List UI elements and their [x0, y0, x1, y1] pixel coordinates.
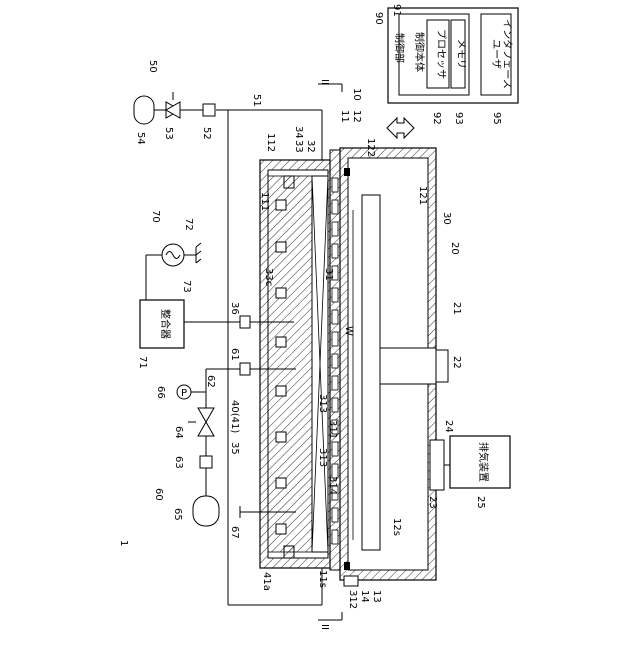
ref-92: 92 [431, 112, 442, 125]
shaft-22 [380, 348, 436, 384]
control-main-label: 制御本体 [413, 32, 426, 72]
ref-313a: 313 [317, 394, 328, 413]
ref-314: 314 [327, 476, 338, 495]
ref-70: 70 [150, 210, 161, 223]
ref-33c: 33c [263, 268, 274, 286]
ref-41a: 41a [261, 572, 272, 591]
ref-21: 21 [451, 302, 462, 315]
ref-52: 52 [201, 127, 212, 140]
lower-chamber: 排気装置 [340, 148, 510, 580]
ref-67: 67 [229, 526, 240, 539]
ref-40: 40(41) [229, 400, 240, 433]
control-unit-label: 制御部 [393, 33, 406, 63]
ref-12s: 12s [391, 518, 402, 536]
ref-72: 72 [183, 218, 194, 231]
ref-95: 95 [491, 112, 502, 125]
ref-35: 35 [229, 442, 240, 455]
ref-20: 20 [449, 242, 460, 255]
ref-112: 112 [265, 133, 276, 152]
ui-label-1: ユーザ [490, 39, 502, 69]
ref-61: 61 [229, 348, 240, 361]
pump-symbol: P [181, 388, 187, 399]
ref-11: 11 [339, 110, 350, 123]
ref-11s: 11s [317, 570, 328, 588]
ref-W: W [343, 326, 354, 336]
ref-50: 50 [147, 60, 158, 73]
ref-313b: 313 [317, 448, 328, 467]
mfc-63 [200, 456, 212, 468]
ref-71: 71 [137, 356, 148, 369]
ref-93: 93 [453, 112, 464, 125]
ref-64: 64 [173, 426, 184, 439]
processor-label: プロセッサ [435, 29, 447, 79]
shaft-22-ext [436, 350, 448, 382]
ref-32: 32 [305, 140, 316, 153]
ref-14: 14 [359, 590, 370, 603]
matcher-label: 整合器 [159, 309, 172, 339]
ref-73: 73 [181, 280, 192, 293]
ref-22: 22 [451, 356, 462, 369]
section-mark-top: II [319, 79, 330, 85]
ref-60: 60 [153, 488, 164, 501]
ref-51: 51 [251, 94, 262, 107]
antenna-40 [268, 176, 312, 552]
ref-121: 121 [417, 186, 428, 205]
ref-66: 66 [155, 386, 166, 399]
ref-12: 12 [351, 110, 362, 123]
gas-source-65 [193, 496, 219, 526]
ref-111: 111 [259, 192, 270, 211]
ref-90: 90 [373, 12, 384, 25]
ref-65: 65 [172, 508, 183, 521]
ref-311: 311 [327, 420, 338, 439]
exhaust-device-label: 排気装置 [477, 442, 490, 482]
ref-31: 31 [323, 268, 334, 281]
figure-number: 1 [118, 540, 129, 546]
gas-source-54 [134, 96, 154, 124]
ref-312: 312 [347, 590, 358, 609]
ui-label-2: インタフェース [501, 19, 513, 89]
ref-53: 53 [163, 127, 174, 140]
exhaust-port-23 [430, 440, 444, 490]
ref-10: 10 [351, 88, 362, 101]
ref-33: 33 [293, 140, 304, 153]
lift-arrow-icon [387, 118, 414, 138]
ref-25: 25 [475, 496, 486, 509]
control-unit: 制御本体 プロセッサ メモリ ユーザ インタフェース 制御部 90 91 92 … [373, 4, 518, 125]
mfc-52 [203, 104, 215, 116]
section-mark-bottom: II [319, 624, 330, 630]
ref-54: 54 [135, 132, 146, 145]
memory-label: メモリ [455, 39, 466, 69]
ref-63: 63 [173, 456, 184, 469]
ref-122: 122 [365, 138, 376, 157]
ref-24: 24 [443, 420, 454, 433]
upper-unit [260, 160, 330, 568]
stage-21 [362, 195, 380, 550]
ref-36: 36 [229, 302, 240, 315]
ref-30: 30 [441, 212, 452, 225]
ref-13: 13 [371, 590, 382, 603]
ref-23: 23 [427, 496, 438, 509]
ref-62: 62 [205, 375, 216, 388]
valve-64 [198, 408, 214, 422]
ref-34: 34 [293, 126, 304, 139]
ref-91: 91 [391, 4, 402, 17]
